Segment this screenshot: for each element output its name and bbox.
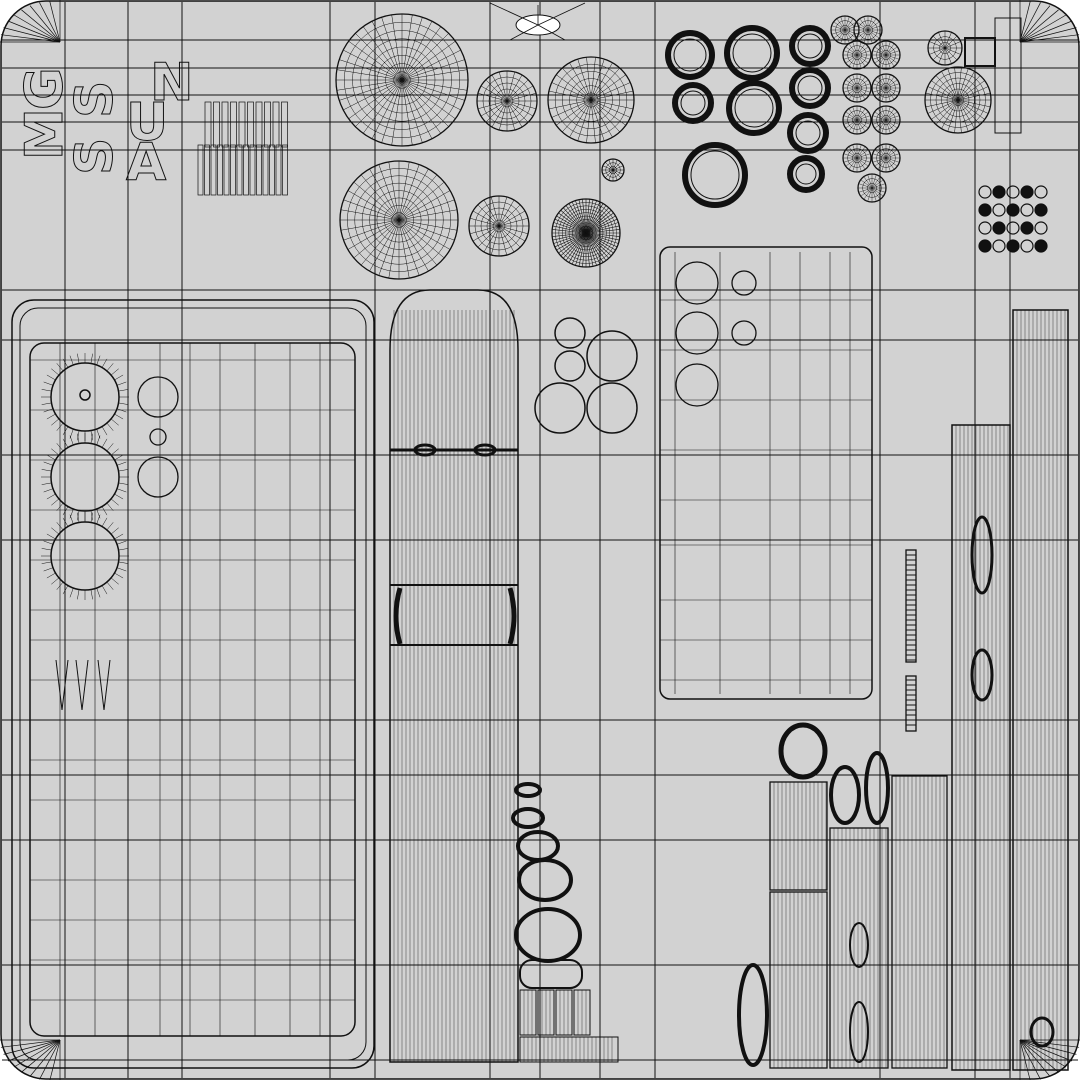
lens-outline (534, 382, 586, 434)
logo-letter: M (15, 108, 75, 160)
ring-mesh (665, 30, 715, 80)
frame-piece (769, 781, 828, 891)
lens-outline (586, 382, 638, 434)
inner-back-island (29, 342, 356, 1037)
ring-mesh (789, 25, 831, 67)
ring-mesh (787, 112, 829, 154)
logo-letter: U (126, 93, 168, 153)
logo-letter: N (150, 53, 194, 113)
ring-mesh (682, 142, 748, 208)
right-frame-strip (951, 424, 1011, 1071)
back-panel-island (11, 299, 375, 1069)
lens-outline (586, 330, 638, 382)
right-frame-strip (1012, 309, 1069, 1071)
ring-mesh (726, 80, 782, 136)
ring-mesh (724, 25, 780, 81)
side-frame-island (389, 289, 519, 1063)
lens-outline (554, 350, 586, 382)
lens-outline (554, 317, 586, 349)
front-panel-island (659, 246, 873, 700)
logo-letter: S (65, 81, 125, 118)
ring-mesh (787, 155, 825, 193)
logo-letter: A (126, 133, 166, 193)
port-ring (511, 807, 545, 829)
ring-mesh (672, 82, 714, 124)
port-ring (514, 782, 542, 798)
port-ring (517, 858, 573, 902)
logo-letter: G (15, 67, 75, 110)
frame-piece (829, 827, 889, 1069)
ring-mesh (789, 67, 831, 109)
side-button-strip (994, 17, 1022, 134)
logo-letter: S (65, 138, 125, 175)
frame-piece (891, 775, 948, 1069)
